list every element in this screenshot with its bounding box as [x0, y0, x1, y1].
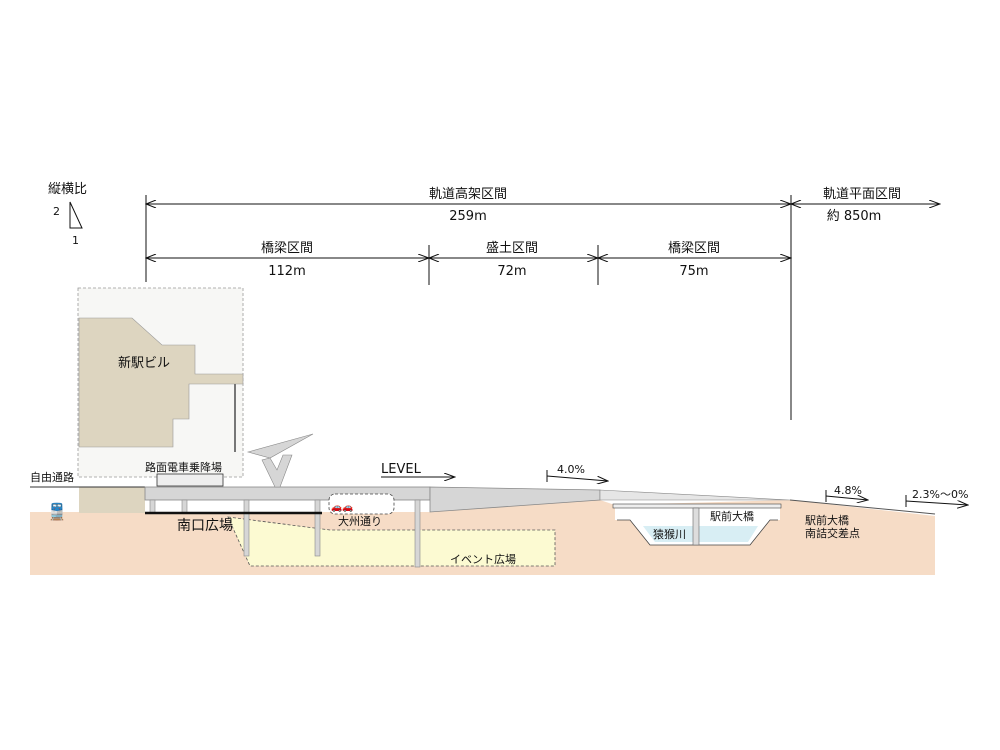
- intersection-label-1: 駅前大橋: [805, 513, 849, 527]
- flat-label: 軌道平面区間: [823, 186, 901, 202]
- station-building-label: 新駅ビル: [118, 355, 170, 371]
- level-label: LEVEL: [381, 462, 422, 477]
- car-icon: 🚗🚗: [331, 503, 353, 513]
- embankment-label: 盛土区間: [486, 241, 538, 256]
- gradient-2-3-0: 2.3%～0%: [912, 488, 968, 501]
- elevated-label: 軌道高架区間: [429, 186, 507, 202]
- dimension-lines: [146, 195, 940, 420]
- event-plaza-area: [227, 516, 556, 567]
- tram-platform-label: 路面電車乗降場: [145, 460, 222, 474]
- slope-deck: [599, 489, 791, 501]
- elevated-length: 259m: [449, 209, 486, 224]
- flat-length: 約 850m: [827, 209, 882, 224]
- river-water: [643, 526, 758, 542]
- bridge-deck: [612, 503, 782, 509]
- tram-icon: [156, 473, 224, 487]
- intersection-label-2: 南詰交差点: [805, 526, 860, 540]
- train-icon: 🚆: [47, 502, 67, 521]
- free-passage-label: 自由通路: [30, 470, 74, 484]
- bridge1-label: 橋梁区間: [261, 241, 313, 256]
- aspect-title: 縦横比: [48, 182, 87, 197]
- aspect-vertical: 2: [53, 205, 60, 218]
- canopy: [246, 433, 314, 488]
- aspect-ratio-indicator: 縦横比 2 1: [48, 182, 87, 247]
- bridge2-length: 75m: [679, 264, 708, 279]
- oozu-street-label: 大州通り: [338, 514, 382, 528]
- south-plaza-label: 南口広場: [177, 518, 233, 534]
- event-plaza-label: イベント広場: [450, 553, 516, 566]
- station-building: [78, 317, 244, 448]
- gradient-4-8: 4.8%: [834, 484, 862, 497]
- aspect-horizontal: 1: [72, 234, 79, 247]
- viaduct-piers: [149, 499, 421, 568]
- bridge-label: 駅前大橋: [710, 509, 754, 523]
- embankment-length: 72m: [497, 264, 526, 279]
- ratio-triangle-icon: [69, 201, 83, 229]
- bridge1-length: 112m: [268, 264, 305, 279]
- gradient-4-0: 4.0%: [557, 463, 585, 476]
- road-tunnel: [328, 493, 395, 515]
- river-label: 猿猴川: [653, 527, 686, 541]
- bridge2-label: 橋梁区間: [668, 241, 720, 256]
- building-base: [79, 487, 145, 513]
